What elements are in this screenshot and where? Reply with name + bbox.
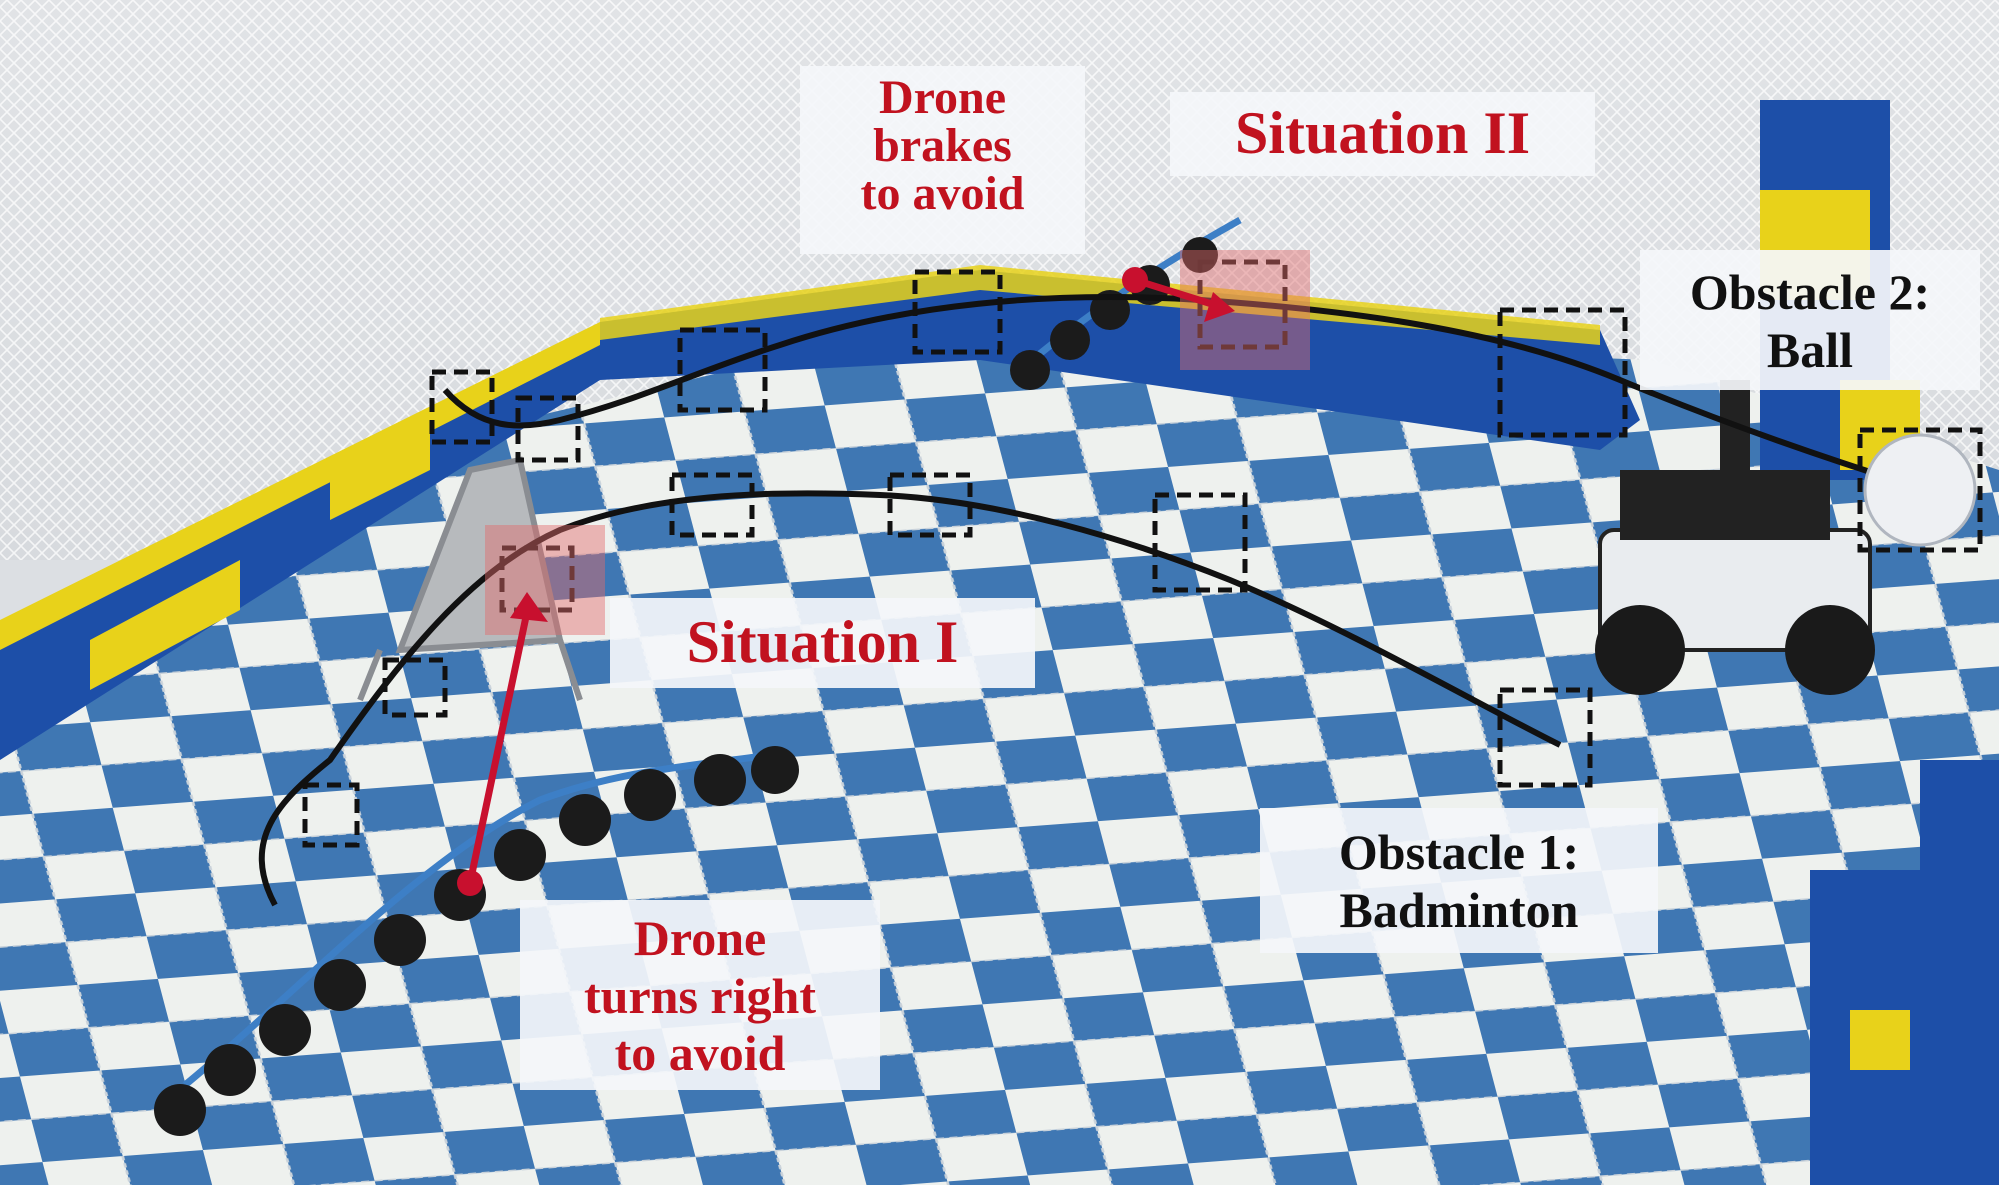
- drone-turns-label: Drone turns right to avoid: [520, 900, 880, 1090]
- office-chair: [357, 456, 583, 702]
- obstacle-1-trajectory: [258, 490, 1562, 907]
- obstacle-2-line-2: Ball: [1766, 321, 1854, 378]
- ball-obstacle: [1863, 433, 1977, 547]
- obstacle-2-line-1: Obstacle 2:: [1689, 264, 1931, 320]
- drone-trail-situation-1: [154, 746, 799, 1136]
- situation-2-label: Situation II: [1170, 92, 1595, 176]
- drone-brakes-line-2: brakes: [873, 119, 1012, 172]
- situation-2-text: Situation II: [1234, 100, 1531, 166]
- drone-turns-line-2: turns right: [584, 967, 816, 1024]
- drone-turns-line-3: to avoid: [614, 1025, 786, 1081]
- left-block-wall: [0, 322, 600, 760]
- ground-robot-vehicle: [1595, 380, 1875, 695]
- situation-1-collision-highlight: [485, 525, 605, 635]
- drone-brakes-line-1: Drone: [878, 71, 1007, 124]
- obstacle-1-label: Obstacle 1: Badminton: [1260, 808, 1658, 953]
- drone-turns-line-1: Drone: [633, 910, 767, 966]
- avoid-arrow-situation-2: [1122, 267, 1235, 322]
- obstacle-2-label: Obstacle 2: Ball: [1640, 250, 1980, 390]
- obstacle-2-position-markers: [429, 259, 1983, 553]
- situation-2-collision-highlight: [1180, 250, 1310, 370]
- avoid-arrow-situation-1: [457, 592, 548, 896]
- back-block-wall: [600, 265, 1640, 450]
- obstacle-1-position-markers: [302, 472, 1593, 848]
- drone-brakes-label: Drone brakes to avoid: [800, 66, 1085, 254]
- obstacle-1-line-2: Badminton: [1339, 881, 1579, 938]
- drone-brakes-line-3: to avoid: [860, 167, 1025, 220]
- situation-1-text: Situation I: [686, 609, 959, 675]
- obstacle-1-line-1: Obstacle 1:: [1338, 824, 1580, 880]
- situation-1-label: Situation I: [610, 598, 1035, 688]
- obstacle-2-trajectory: [442, 294, 1961, 503]
- drone-path-situation-1: [182, 751, 771, 1088]
